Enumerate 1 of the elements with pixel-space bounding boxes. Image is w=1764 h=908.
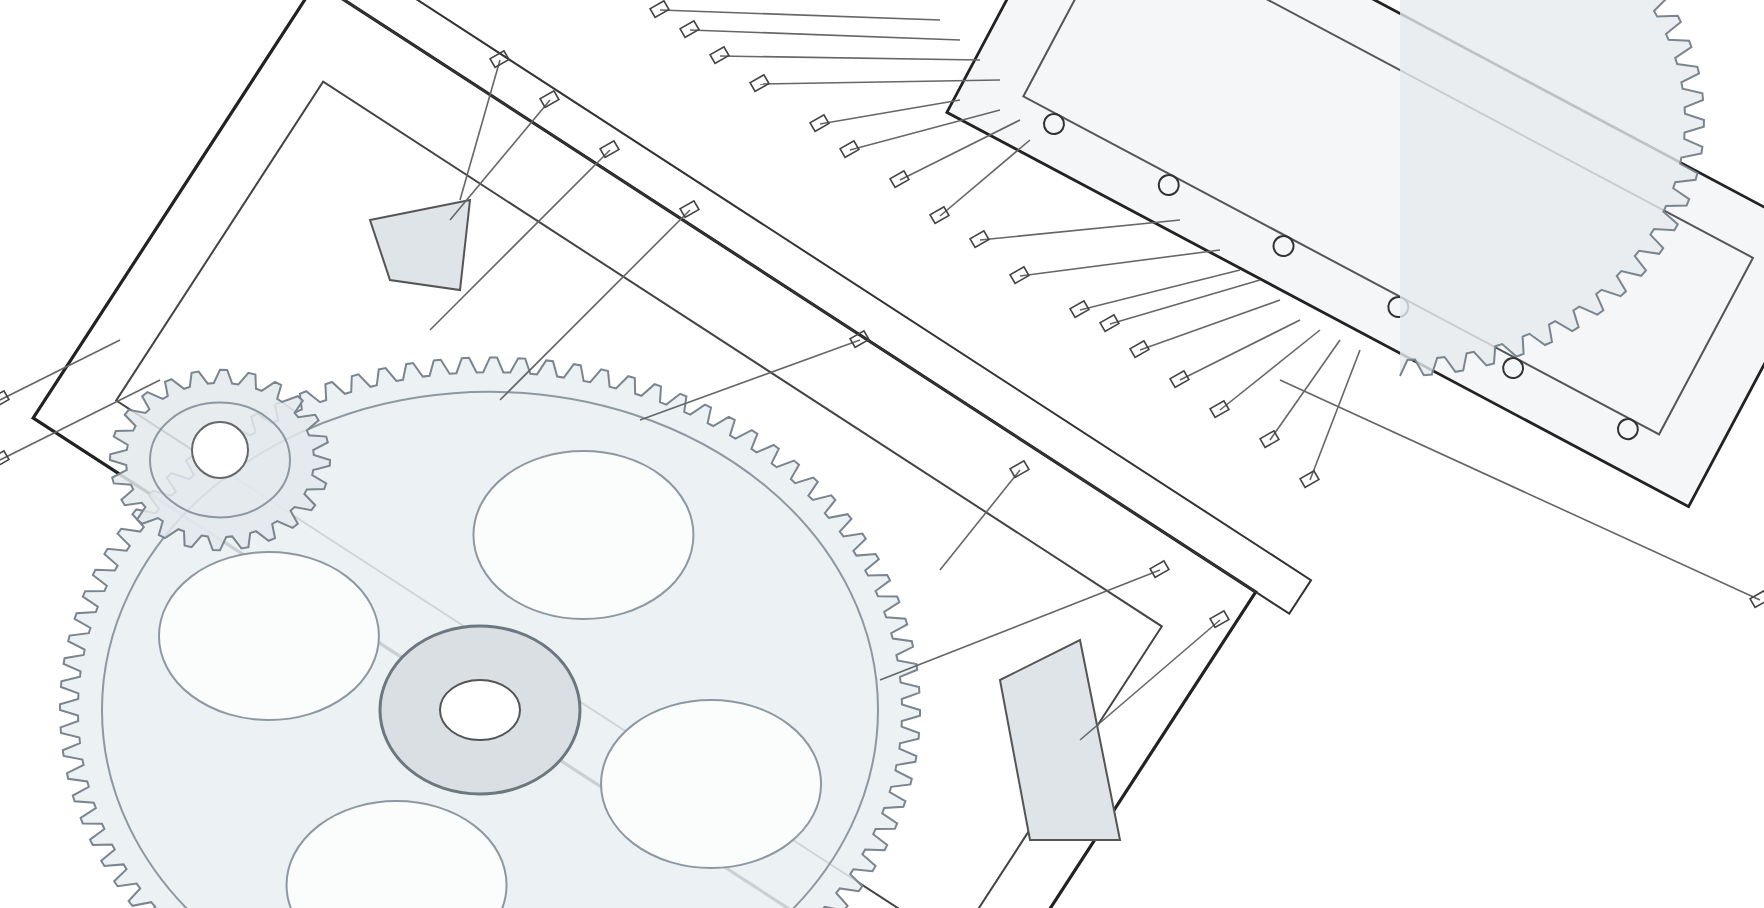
gear-assembly-drawing	[0, 0, 1764, 908]
